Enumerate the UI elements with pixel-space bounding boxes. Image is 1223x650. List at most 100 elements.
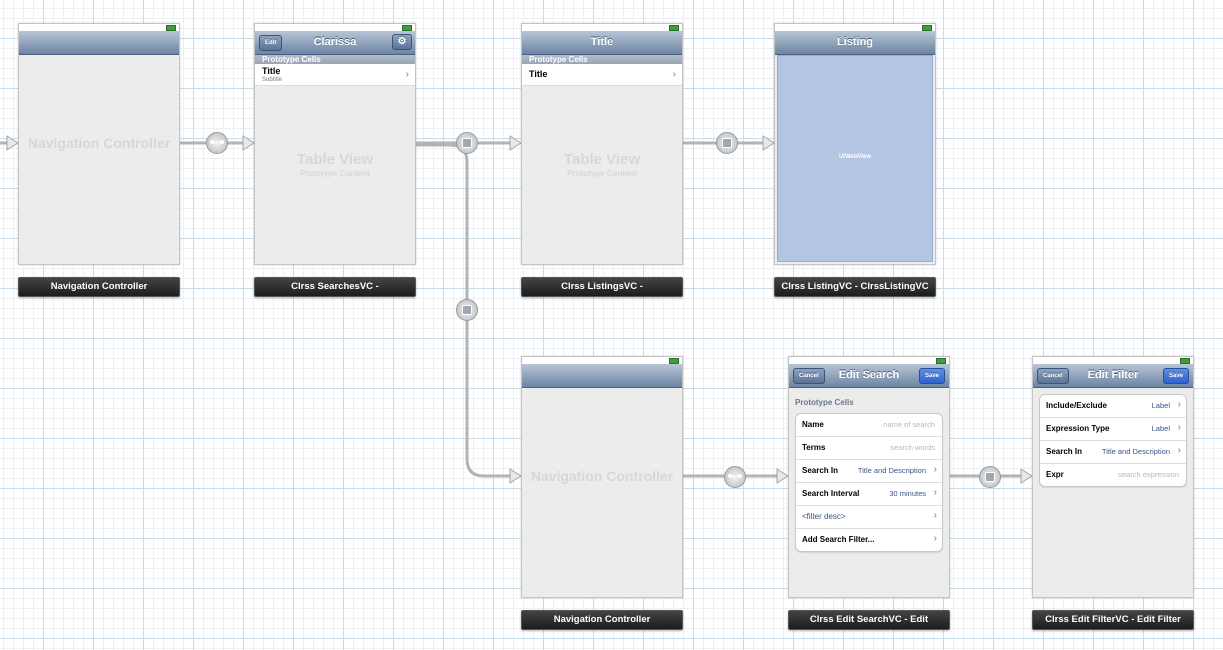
scene-edit-filter[interactable]: Cancel Edit Filter Save Include/Exclude … — [1032, 356, 1194, 598]
scene-listings[interactable]: Title Prototype Cells Title › Table View… — [521, 23, 683, 265]
navigation-bar[interactable] — [19, 31, 179, 55]
prototype-cell[interactable]: Title › — [522, 64, 682, 86]
prototype-content-placeholder: Prototype Content — [300, 169, 370, 178]
row-label: Name — [802, 420, 824, 429]
row-label: <filter desc> — [802, 512, 846, 521]
web-view[interactable]: UIWebView — [777, 55, 933, 262]
scene-navigation-controller-2[interactable]: Navigation Controller — [521, 356, 683, 598]
row-placeholder[interactable]: search expression — [1118, 470, 1179, 479]
status-bar — [255, 24, 415, 31]
status-bar — [522, 357, 682, 364]
prototype-cell[interactable]: Title Subtitle › — [255, 64, 415, 86]
row-label: Search In — [802, 466, 839, 475]
push-segue-icon[interactable] — [979, 466, 1001, 488]
navigation-bar[interactable] — [522, 364, 682, 388]
chevron-right-icon: › — [1177, 445, 1181, 456]
battery-icon — [166, 25, 176, 31]
relationship-segue-icon[interactable] — [206, 132, 228, 154]
section-header: Prototype Cells — [795, 398, 854, 407]
table-view-placeholder: Table View — [296, 151, 374, 168]
chevron-right-icon: › — [933, 510, 937, 521]
scene-edit-search[interactable]: Cancel Edit Search Save Prototype Cells … — [788, 356, 950, 598]
gear-icon[interactable]: ⚙ — [392, 34, 412, 50]
push-segue-icon[interactable] — [456, 132, 478, 154]
nav-title: Edit Filter — [1087, 369, 1139, 381]
chevron-right-icon: › — [933, 464, 937, 475]
scene-listing[interactable]: Listing UIWebView — [774, 23, 936, 265]
row-add-search-filter[interactable]: Add Search Filter... › — [796, 529, 942, 551]
prototype-content-placeholder: Prototype Content — [567, 169, 637, 178]
status-bar — [1033, 357, 1193, 364]
row-label: Expr — [1046, 470, 1064, 479]
nav-title: Title — [590, 36, 614, 48]
row-label: Include/Exclude — [1046, 401, 1107, 410]
modal-segue-icon[interactable] — [456, 299, 478, 321]
navigation-bar[interactable]: Title — [522, 31, 682, 55]
nav-title: Listing — [836, 36, 874, 48]
navigation-bar[interactable]: Cancel Edit Filter Save — [1033, 364, 1193, 388]
battery-icon — [669, 358, 679, 364]
navigation-bar[interactable]: Cancel Edit Search Save — [789, 364, 949, 388]
row-placeholder[interactable]: name of search — [883, 420, 935, 429]
row-name[interactable]: Name name of search — [796, 414, 942, 437]
cancel-button[interactable]: Cancel — [793, 368, 825, 384]
row-value: Title and Description — [1101, 447, 1170, 456]
nav-title: Clarissa — [313, 36, 357, 48]
battery-icon — [1180, 358, 1190, 364]
chevron-right-icon: › — [672, 69, 676, 80]
grouped-table: Include/Exclude Label › Expression Type … — [1039, 394, 1187, 487]
cancel-button[interactable]: Cancel — [1037, 368, 1069, 384]
battery-icon — [402, 25, 412, 31]
status-bar — [775, 24, 935, 31]
section-header: Prototype Cells — [522, 55, 682, 64]
arrowhead-searches — [242, 135, 255, 151]
relationship-segue-icon[interactable] — [724, 466, 746, 488]
battery-icon — [936, 358, 946, 364]
scene-label-listings[interactable]: Clrss ListingsVC - — [521, 277, 683, 297]
section-header: Prototype Cells — [255, 55, 415, 64]
scene-navigation-controller[interactable]: Navigation Controller — [18, 23, 180, 265]
chevron-right-icon: › — [1177, 399, 1181, 410]
scene-searches[interactable]: Edit Clarissa ⚙ Prototype Cells Title Su… — [254, 23, 416, 265]
row-value: 30 minutes — [889, 489, 926, 498]
scene-label-navigation-controller[interactable]: Navigation Controller — [18, 277, 180, 297]
status-bar — [522, 24, 682, 31]
nav-title: Edit Search — [838, 369, 900, 381]
push-segue-icon[interactable] — [716, 132, 738, 154]
navigation-bar[interactable]: Edit Clarissa ⚙ — [255, 31, 415, 55]
arrowhead-editsearch — [776, 468, 789, 484]
scene-label-listing[interactable]: Clrss ListingVC - ClrssListingVC — [774, 277, 936, 297]
scene-label-edit-search[interactable]: Clrss Edit SearchVC - Edit — [788, 610, 950, 630]
row-search-interval[interactable]: Search Interval 30 minutes › — [796, 483, 942, 506]
row-value: Label — [1151, 424, 1170, 433]
save-button[interactable]: Save — [1162, 368, 1189, 384]
battery-icon — [669, 25, 679, 31]
chevron-right-icon: › — [405, 69, 409, 80]
row-label: Expression Type — [1046, 424, 1110, 433]
row-expression-type[interactable]: Expression Type Label › — [1040, 418, 1186, 441]
scene-label-navigation-controller-2[interactable]: Navigation Controller — [521, 610, 683, 630]
row-value: Title and Description — [857, 466, 926, 475]
row-terms[interactable]: Terms search words — [796, 437, 942, 460]
row-include-exclude[interactable]: Include/Exclude Label › — [1040, 395, 1186, 418]
row-placeholder[interactable]: search words — [890, 443, 935, 452]
table-view-placeholder: Table View — [563, 151, 641, 168]
row-filter-desc[interactable]: <filter desc> › — [796, 506, 942, 529]
row-expr[interactable]: Expr search expression — [1040, 464, 1186, 486]
grouped-table: Name name of search Terms search words S… — [795, 413, 943, 552]
row-search-in[interactable]: Search In Title and Description › — [796, 460, 942, 483]
battery-icon — [922, 25, 932, 31]
arrowhead-listings — [509, 135, 522, 151]
row-search-in[interactable]: Search In Title and Description › — [1040, 441, 1186, 464]
navigation-bar[interactable]: Listing — [775, 31, 935, 55]
edit-button[interactable]: Edit — [259, 35, 283, 51]
arrowhead-editfilter — [1020, 468, 1033, 484]
save-button[interactable]: Save — [918, 368, 945, 384]
chevron-right-icon: › — [933, 487, 937, 498]
arrowhead-nav2 — [509, 468, 522, 484]
scene-placeholder-text: Navigation Controller — [530, 468, 674, 484]
scene-label-edit-filter[interactable]: Clrss Edit FilterVC - Edit Filter — [1032, 610, 1194, 630]
arrowhead-listing — [762, 135, 775, 151]
scene-label-searches[interactable]: Clrss SearchesVC - — [254, 277, 416, 297]
